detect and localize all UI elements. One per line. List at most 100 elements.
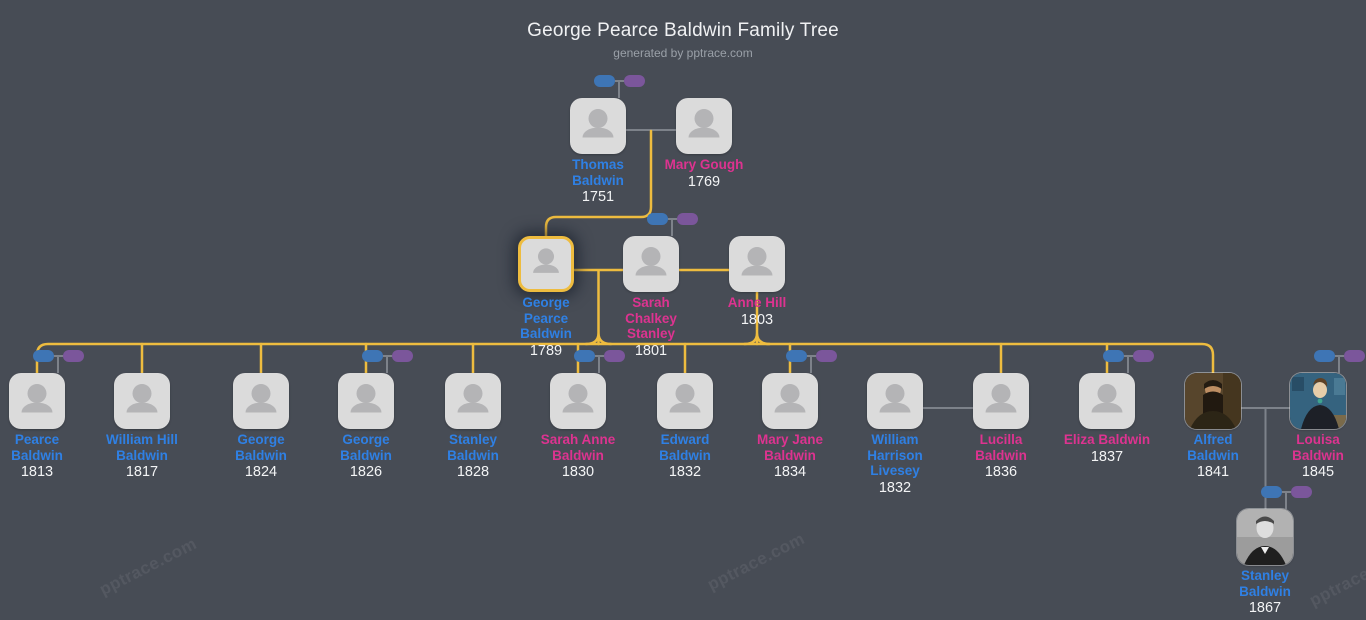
collapsed-parents-chips-louisa — [1314, 350, 1365, 373]
person-card-anne-hill[interactable] — [729, 236, 785, 292]
header: George Pearce Baldwin Family Tree genera… — [0, 0, 1366, 60]
person-card-edward-baldwin[interactable] — [657, 373, 713, 429]
person-card-george-pearce-baldwin[interactable] — [518, 236, 574, 292]
person-name: Stanley Baldwin — [447, 432, 499, 463]
person-icon — [562, 384, 594, 413]
person-icon — [774, 384, 806, 413]
person-icon — [879, 384, 911, 413]
person-name: Anne Hill — [727, 295, 787, 310]
person-card-sarah-chalkey-stanley[interactable] — [623, 236, 679, 292]
collapsed-male-chip[interactable] — [574, 350, 595, 362]
collapsed-male-chip[interactable] — [1261, 486, 1282, 498]
collapsed-male-chip[interactable] — [594, 75, 615, 87]
person-name: Mary Gough — [664, 157, 744, 172]
collapsed-female-chip[interactable] — [816, 350, 837, 362]
collapsed-relatives-chips-pearce — [33, 350, 84, 373]
collapsed-relatives-chips-sarah-anne — [574, 350, 625, 373]
person-node-stanley-baldwin-1828: Stanley Baldwin 1828 — [445, 373, 501, 480]
collapsed-female-chip[interactable] — [63, 350, 84, 362]
person-node-george-baldwin-1826: George Baldwin 1826 — [338, 373, 394, 480]
person-card-mary-gough[interactable] — [676, 98, 732, 154]
person-year: 1817 — [125, 464, 159, 480]
collapsed-female-chip[interactable] — [1344, 350, 1365, 362]
collapsed-relatives-chips-mary-jane — [786, 350, 837, 373]
collapsed-male-chip[interactable] — [33, 350, 54, 362]
person-icon — [126, 384, 158, 413]
chip-connector — [1335, 355, 1344, 373]
person-card-pearce-baldwin[interactable] — [9, 373, 65, 429]
person-label: William Hill Baldwin 1817 — [96, 432, 188, 480]
person-icon — [635, 247, 667, 276]
person-label: George Baldwin 1824 — [215, 432, 307, 480]
person-card-sarah-anne-baldwin[interactable] — [550, 373, 606, 429]
person-name: Lucilla Baldwin — [975, 432, 1027, 463]
person-label: Sarah Chalkey Stanley 1801 — [605, 295, 697, 359]
person-card-mary-jane-baldwin[interactable] — [762, 373, 818, 429]
person-icon — [669, 384, 701, 413]
collapsed-male-chip[interactable] — [1314, 350, 1335, 362]
person-icon — [21, 384, 53, 413]
person-label: Thomas Baldwin 1751 — [552, 157, 644, 205]
person-name: Eliza Baldwin — [1063, 432, 1151, 447]
person-name: George Baldwin — [235, 432, 287, 463]
person-node-george-pearce-baldwin: George Pearce Baldwin 1789 — [518, 236, 574, 359]
collapsed-female-chip[interactable] — [1291, 486, 1312, 498]
person-year: 1836 — [984, 464, 1018, 480]
person-icon — [533, 248, 559, 273]
collapsed-male-chip[interactable] — [786, 350, 807, 362]
person-label: Louisa Baldwin 1845 — [1272, 432, 1364, 480]
person-label: Eliza Baldwin 1837 — [1061, 432, 1153, 465]
person-icon — [985, 384, 1017, 413]
person-card-william-hill-baldwin[interactable] — [114, 373, 170, 429]
person-node-pearce-baldwin: Pearce Baldwin 1813 — [9, 373, 65, 480]
collapsed-male-chip[interactable] — [1103, 350, 1124, 362]
person-year: 1751 — [581, 189, 615, 205]
person-name: George Pearce Baldwin — [520, 295, 572, 341]
collapsed-female-chip[interactable] — [1133, 350, 1154, 362]
person-card-stanley-baldwin-1828[interactable] — [445, 373, 501, 429]
watermark: pptrace.com — [96, 533, 200, 600]
person-card-louisa-baldwin[interactable] — [1290, 373, 1346, 429]
person-node-anne-hill: Anne Hill 1803 — [728, 236, 786, 328]
person-node-sarah-anne-baldwin: Sarah Anne Baldwin 1830 — [541, 373, 615, 480]
person-card-alfred-baldwin[interactable] — [1185, 373, 1241, 429]
person-card-george-baldwin-1826[interactable] — [338, 373, 394, 429]
person-name: William Harrison Livesey — [867, 432, 923, 478]
collapsed-female-chip[interactable] — [624, 75, 645, 87]
person-year: 1826 — [349, 464, 383, 480]
person-year: 1813 — [20, 464, 54, 480]
page-title: George Pearce Baldwin Family Tree — [527, 20, 839, 41]
person-year: 1803 — [740, 311, 774, 328]
person-name: Thomas Baldwin — [572, 157, 624, 188]
person-label: Sarah Anne Baldwin 1830 — [532, 432, 624, 480]
person-card-lucilla-baldwin[interactable] — [973, 373, 1029, 429]
person-card-george-baldwin-1824[interactable] — [233, 373, 289, 429]
person-node-thomas-baldwin: Thomas Baldwin 1751 — [570, 98, 626, 205]
person-label: George Pearce Baldwin 1789 — [500, 295, 592, 359]
person-year: 1824 — [244, 464, 278, 480]
person-icon — [741, 247, 773, 276]
collapsed-female-chip[interactable] — [392, 350, 413, 362]
person-card-thomas-baldwin[interactable] — [570, 98, 626, 154]
collapsed-male-chip[interactable] — [647, 213, 668, 225]
person-name: George Baldwin — [340, 432, 392, 463]
person-year: 1832 — [878, 479, 912, 496]
person-year: 1845 — [1301, 464, 1335, 480]
person-label: Alfred Baldwin 1841 — [1167, 432, 1259, 480]
person-name: Alfred Baldwin — [1187, 432, 1239, 463]
person-icon — [582, 109, 614, 138]
person-icon — [245, 384, 277, 413]
person-card-william-harrison-livesey[interactable] — [867, 373, 923, 429]
person-card-stanley-baldwin-1867[interactable] — [1237, 509, 1293, 565]
person-year: 1830 — [561, 464, 595, 480]
collapsed-male-chip[interactable] — [362, 350, 383, 362]
person-name: Edward Baldwin — [659, 432, 711, 463]
collapsed-female-chip[interactable] — [677, 213, 698, 225]
collapsed-female-chip[interactable] — [604, 350, 625, 362]
person-card-eliza-baldwin[interactable] — [1079, 373, 1135, 429]
portrait-louisa-baldwin — [1290, 373, 1346, 429]
chip-connector — [1124, 355, 1133, 373]
portrait-alfred-baldwin — [1185, 373, 1241, 429]
person-year: 1841 — [1196, 464, 1230, 480]
